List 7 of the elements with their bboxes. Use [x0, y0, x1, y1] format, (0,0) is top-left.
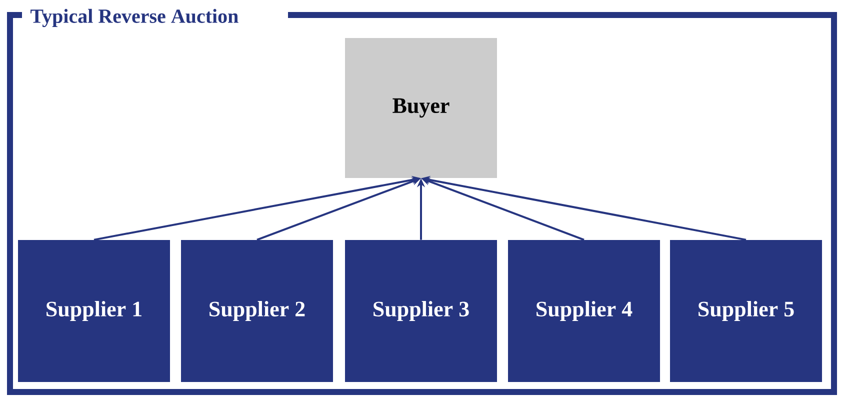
title: Typical Reverse Auction [30, 8, 238, 28]
supplier-box: Supplier 5 [670, 240, 822, 382]
supplier-box: Supplier 1 [18, 240, 170, 382]
supplier-box: Supplier 2 [181, 240, 333, 382]
supplier-box: Supplier 4 [508, 240, 660, 382]
supplier-box: Supplier 3 [345, 240, 497, 382]
buyer-box: Buyer [345, 38, 497, 178]
